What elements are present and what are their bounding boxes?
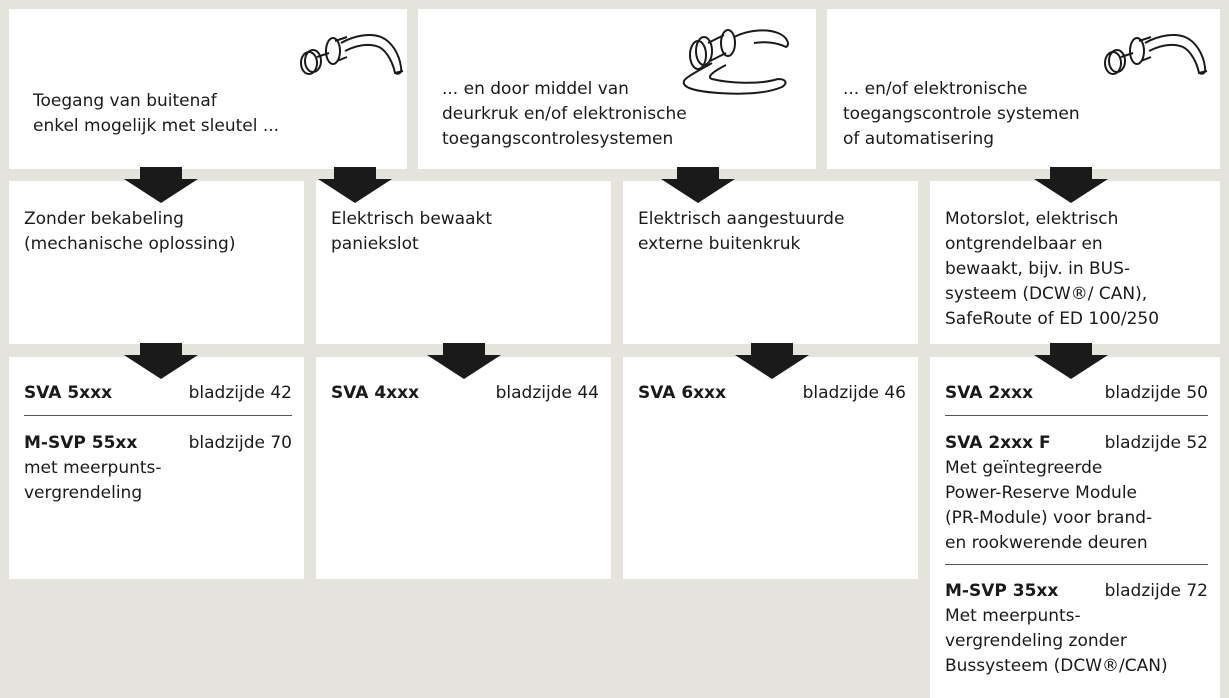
door-handle-with-knob-icon	[300, 34, 404, 75]
product-row: SVA 5xxx bladzijde 42	[24, 381, 292, 406]
product-code: SVA 6xxx	[638, 383, 727, 403]
arrow-down-icon	[124, 167, 198, 203]
divider	[24, 415, 292, 416]
arrow-down-icon	[318, 167, 392, 203]
middle-text-2: Elektrisch bewaakt paniekslot	[331, 209, 493, 254]
middle-text-1: Zonder bekabeling (mechanische oplossing…	[24, 209, 236, 254]
top-text-3: ... en/of elektronische toegangscontrole…	[843, 79, 1080, 149]
middle-box-1: Zonder bekabeling (mechanische oplossing…	[9, 181, 304, 344]
arrow-down-icon	[1034, 343, 1108, 379]
divider	[945, 415, 1208, 416]
door-handle-with-knob-icon	[1104, 34, 1208, 75]
product-row: SVA 2xxx bladzijde 50	[945, 381, 1208, 406]
product-code: M-SVP 55xx	[24, 433, 138, 453]
product-code: SVA 5xxx	[24, 383, 113, 403]
product-code: SVA 2xxx F	[945, 433, 1051, 453]
top-box-3: ... en/of elektronische toegangscontrole…	[827, 9, 1220, 169]
arrow-down-icon	[124, 343, 198, 379]
product-row: SVA 4xxx bladzijde 44	[331, 381, 599, 406]
product-code: M-SVP 35xx	[945, 581, 1059, 601]
door-handle-lever-icon	[682, 29, 789, 95]
product-row: M-SVP 55xx bladzijde 70	[24, 431, 292, 456]
divider	[945, 564, 1208, 565]
middle-text-3: Elektrisch aangestuurde externe buitenkr…	[638, 209, 845, 254]
arrow-down-icon	[1034, 167, 1108, 203]
product-box-4: SVA 2xxx bladzijde 50 SVA 2xxx F bladzij…	[930, 357, 1220, 698]
product-code: SVA 4xxx	[331, 383, 420, 403]
product-code: SVA 2xxx	[945, 383, 1034, 403]
product-row: SVA 2xxx F bladzijde 52	[945, 431, 1208, 456]
middle-text-4: Motorslot, elektrisch ontgrendelbaar en …	[945, 209, 1160, 329]
middle-box-3: Elektrisch aangestuurde externe buitenkr…	[623, 181, 918, 344]
page-reference: bladzijde 72	[1104, 581, 1208, 601]
page-reference: bladzijde 70	[188, 433, 292, 453]
product-box-3: SVA 6xxx bladzijde 46	[623, 357, 918, 579]
page-reference: bladzijde 52	[1104, 433, 1208, 453]
arrow-down-icon	[427, 343, 501, 379]
page-reference: bladzijde 50	[1104, 383, 1208, 403]
product-description: Met meerpunts- vergrendeling zonder Buss…	[945, 606, 1168, 676]
top-text-1: Toegang van buitenaf enkel mogelijk met …	[33, 91, 280, 136]
middle-box-4: Motorslot, elektrisch ontgrendelbaar en …	[930, 181, 1220, 344]
page-reference: bladzijde 42	[188, 383, 292, 403]
product-box-2: SVA 4xxx bladzijde 44	[316, 357, 611, 579]
page-reference: bladzijde 46	[802, 383, 906, 403]
product-row: M-SVP 35xx bladzijde 72	[945, 579, 1208, 604]
middle-box-2: Elektrisch bewaakt paniekslot	[316, 181, 611, 344]
arrow-down-icon	[735, 343, 809, 379]
product-description: met meerpunts- vergrendeling	[24, 458, 162, 503]
arrow-down-icon	[661, 167, 735, 203]
product-box-1: SVA 5xxx bladzijde 42 M-SVP 55xx bladzij…	[9, 357, 304, 579]
top-box-1: Toegang van buitenaf enkel mogelijk met …	[9, 9, 407, 169]
product-description: Met geïntegreerde Power-Reserve Module (…	[945, 458, 1153, 553]
page-reference: bladzijde 44	[495, 383, 599, 403]
top-text-2: ... en door middel van deurkruk en/of el…	[442, 79, 687, 149]
top-box-2: ... en door middel van deurkruk en/of el…	[418, 9, 816, 169]
product-row: SVA 6xxx bladzijde 46	[638, 381, 906, 406]
